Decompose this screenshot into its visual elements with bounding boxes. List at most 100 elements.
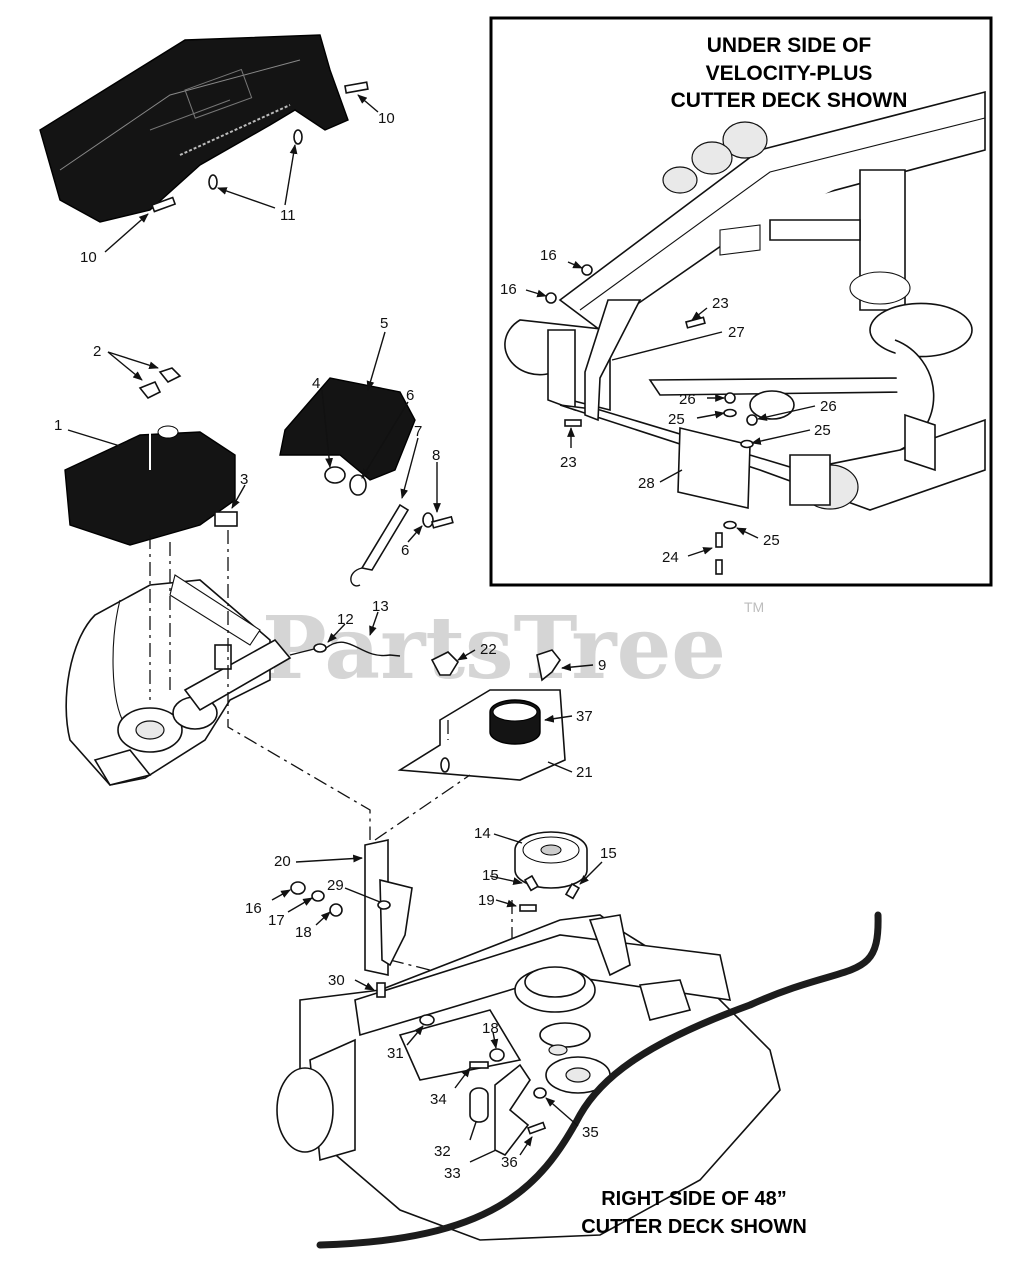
knob-9 — [536, 649, 561, 682]
callout-3: 3 — [240, 471, 248, 488]
inset-bolt-24b — [715, 559, 723, 575]
callout-11: 11 — [280, 207, 296, 224]
callout-17: 17 — [268, 912, 285, 929]
inset-nut-26a — [724, 392, 736, 404]
inset-callout-27: 27 — [728, 324, 745, 341]
inset-nut-26b — [746, 414, 758, 426]
callout-6-bottom: 6 — [401, 542, 409, 559]
inset-nut-16a — [581, 264, 593, 276]
callout-22: 22 — [480, 641, 497, 658]
spacer-32 — [469, 1087, 489, 1123]
bracket-33 — [494, 1063, 531, 1157]
callout-15-right: 15 — [600, 845, 617, 862]
callout-29: 29 — [327, 877, 344, 894]
callout-10-left: 10 — [80, 249, 97, 266]
discharge-deflector — [39, 34, 349, 223]
callout-36: 36 — [501, 1154, 518, 1171]
callout-32: 32 — [434, 1143, 451, 1160]
hairpin-11b — [208, 174, 218, 190]
knob-2b — [158, 367, 182, 384]
cutter-deck-frame — [276, 914, 781, 1241]
washer-6a — [349, 474, 367, 496]
inset-deck-frame — [504, 90, 986, 511]
pulley-housing — [65, 574, 292, 786]
hairpin-11a — [293, 129, 303, 145]
callout-31: 31 — [387, 1045, 404, 1062]
inset-washer-25a — [723, 408, 737, 418]
inset-title-line-2: VELOCITY-PLUS — [706, 62, 873, 85]
callout-14: 14 — [474, 825, 491, 842]
callout-34: 34 — [430, 1091, 447, 1108]
inset-callout-26-left: 26 — [679, 391, 696, 408]
callout-35: 35 — [582, 1124, 599, 1141]
bolt-19 — [519, 904, 537, 912]
callout-37: 37 — [576, 708, 593, 725]
inset-bolt-23b — [564, 419, 582, 427]
inset-callout-16-top: 16 — [540, 247, 557, 264]
knob-22 — [430, 651, 460, 676]
inset-bolt-24a — [715, 532, 723, 548]
inset-callout-23-bottom: 23 — [560, 454, 577, 471]
inset-bolt-23a — [685, 316, 706, 329]
bolt-30 — [376, 982, 386, 998]
inset-callout-25-right: 25 — [814, 422, 831, 439]
set-screw-15a — [523, 874, 540, 892]
lockwasher-17 — [311, 890, 325, 902]
inset-callout-25-bottom: 25 — [763, 532, 780, 549]
inset-panel: UNDER SIDE OF VELOCITY-PLUS CUTTER DECK … — [489, 16, 993, 587]
washer-18a — [329, 903, 343, 917]
nut-35 — [533, 1087, 547, 1099]
callout-19: 19 — [478, 892, 495, 909]
callout-30: 30 — [328, 972, 345, 989]
washer-6b — [422, 512, 434, 528]
inset-callout-26-right: 26 — [820, 398, 837, 415]
callout-33: 33 — [444, 1165, 461, 1182]
bolt-36 — [526, 1121, 547, 1135]
nut-16 — [290, 881, 306, 895]
bolt-8 — [431, 515, 454, 529]
callout-8: 8 — [432, 447, 440, 464]
inset-washer-25c — [723, 520, 737, 530]
inset-callout-24: 24 — [662, 549, 679, 566]
deck-caption-line-1: RIGHT SIDE OF 48” — [601, 1188, 787, 1210]
spring-link-7 — [360, 503, 410, 571]
nut-31 — [419, 1014, 435, 1026]
inset-part-27 — [584, 299, 642, 422]
pad-3 — [214, 511, 238, 527]
washer-18b — [489, 1048, 505, 1062]
cable-13 — [325, 641, 401, 657]
callout-15-left: 15 — [482, 867, 499, 884]
inset-title-line-1: UNDER SIDE OF — [707, 34, 872, 57]
callout-10-top: 10 — [378, 110, 395, 127]
link-12 — [313, 643, 327, 653]
inset-title-line-3: CUTTER DECK SHOWN — [671, 89, 908, 112]
callout-18-left: 18 — [295, 924, 312, 941]
deck-caption-line-2: CUTTER DECK SHOWN — [581, 1216, 807, 1238]
callout-6-top: 6 — [406, 387, 414, 404]
inset-part-28 — [677, 426, 751, 509]
cutaway-curve — [316, 911, 882, 1249]
inset-callout-25-left: 25 — [668, 411, 685, 428]
set-screw-15b — [564, 882, 581, 900]
belt-cover-5 — [279, 377, 416, 481]
watermark-tm: TM — [744, 599, 764, 615]
hinge-pin-10b — [150, 196, 177, 213]
knob-2a — [138, 380, 162, 400]
plate-29 — [379, 878, 413, 967]
hinge-pin-10a — [344, 81, 369, 94]
callout-20: 20 — [274, 853, 291, 870]
callout-4: 4 — [312, 375, 320, 392]
inset-callout-23-top: 23 — [712, 295, 729, 312]
callout-21: 21 — [576, 764, 593, 781]
inset-nut-16b — [545, 292, 557, 304]
callout-2: 2 — [93, 343, 101, 360]
spacer-4 — [324, 466, 346, 484]
callout-7: 7 — [414, 423, 422, 440]
inset-washer-25b — [740, 439, 754, 449]
callout-12: 12 — [337, 611, 354, 628]
callout-9: 9 — [598, 657, 606, 674]
callout-1: 1 — [54, 417, 62, 434]
callout-18-right: 18 — [482, 1020, 499, 1037]
inset-callout-28: 28 — [638, 475, 655, 492]
